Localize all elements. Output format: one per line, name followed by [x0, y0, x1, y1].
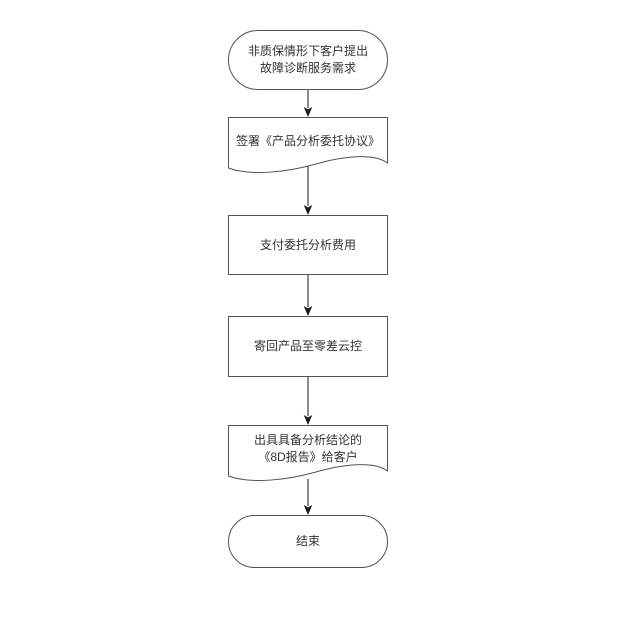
node-label: 结束	[296, 533, 320, 550]
node-start: 非质保情形下客户提出 故障诊断服务需求	[228, 30, 388, 90]
node-label-line: 《8D报告》给客户	[258, 450, 358, 464]
node-return-product: 寄回产品至零差云控	[228, 316, 388, 377]
node-label: 出具具备分析结论的 《8D报告》给客户	[254, 432, 362, 476]
node-label: 寄回产品至零差云控	[254, 338, 362, 355]
flow-connector-report-to-end	[303, 479, 313, 515]
flow-connector-return-to-report	[303, 377, 313, 425]
node-label-line: 寄回产品至零差云控	[253, 339, 362, 353]
node-label-line: 出具具备分析结论的	[253, 433, 362, 447]
node-label-line: 支付委托分析费用	[259, 237, 356, 252]
node-label-line: 结束	[295, 534, 320, 548]
arrowhead-icon	[303, 505, 313, 515]
node-label: 非质保情形下客户提出 故障诊断服务需求	[248, 43, 368, 77]
node-label: 支付委托分析费用	[260, 237, 356, 254]
flow-connector-pay-to-return	[303, 275, 313, 316]
document-shape	[228, 425, 388, 481]
flow-connector-start-to-sign	[303, 90, 313, 117]
arrowhead-icon	[303, 415, 313, 425]
arrowhead-icon	[303, 306, 313, 316]
node-label: 签署《产品分析委托协议》	[236, 133, 380, 160]
node-end: 结束	[228, 515, 388, 568]
node-label-line: 签署《产品分析委托协议》	[235, 133, 380, 148]
node-pay-fee: 支付委托分析费用	[228, 215, 388, 275]
node-label-line: 故障诊断服务需求	[259, 61, 356, 75]
arrowhead-icon	[303, 107, 313, 117]
arrowhead-icon	[303, 205, 313, 215]
node-label-line: 非质保情形下客户提出	[247, 44, 368, 58]
document-shape	[228, 117, 388, 173]
node-sign-agreement: 签署《产品分析委托协议》	[228, 117, 388, 175]
node-issue-report: 出具具备分析结论的 《8D报告》给客户	[228, 425, 388, 483]
